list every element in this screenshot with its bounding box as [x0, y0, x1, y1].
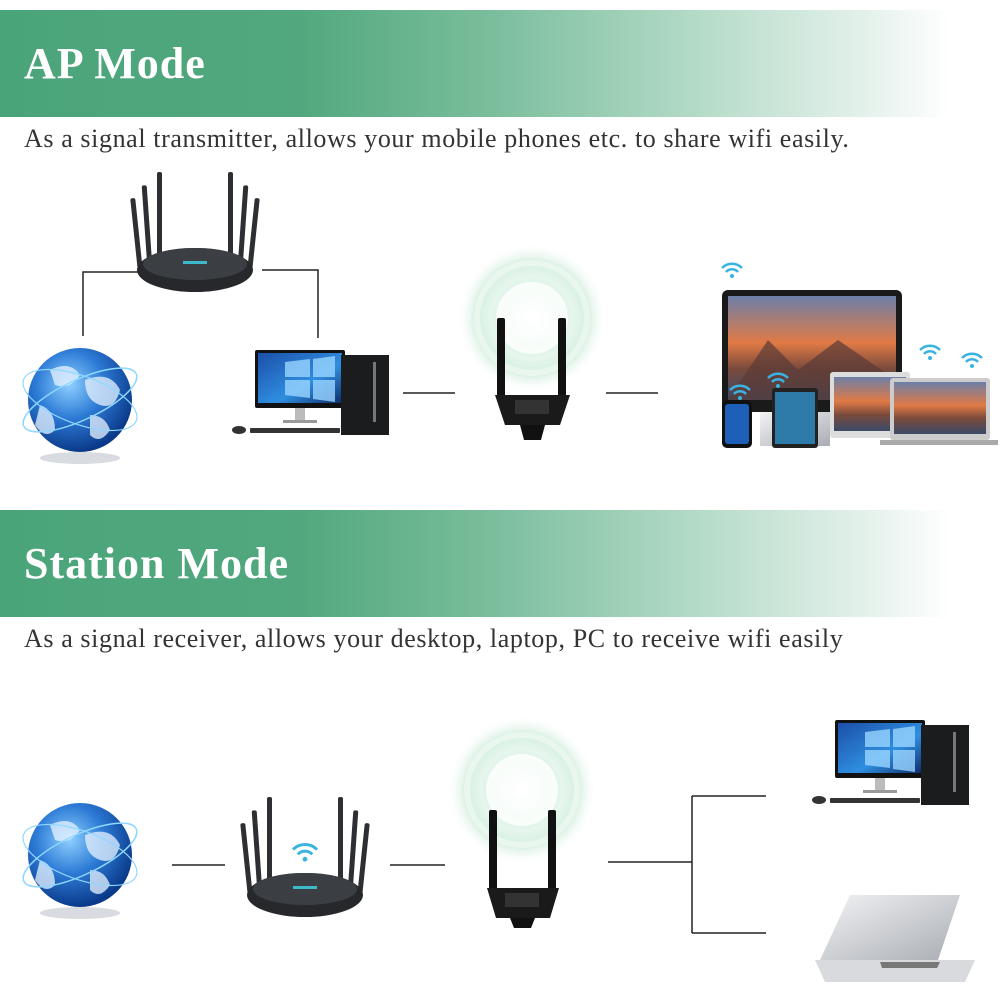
ap-usb-adapter-image: [495, 318, 570, 440]
station-connection-lines: [172, 795, 766, 934]
ap-mode-title: AP Mode: [24, 39, 206, 88]
station-mode-description: As a signal receiver, allows your deskto…: [24, 624, 844, 653]
station-wifi-signal-icon: [447, 715, 597, 865]
ap-router-image: [130, 172, 260, 292]
station-usb-adapter-image: [487, 810, 559, 928]
ap-client-devices-image: [722, 290, 998, 448]
station-mode-banner: Station Mode: [0, 510, 1000, 617]
ap-desktop-computer-image: [232, 350, 389, 435]
station-mode-title: Station Mode: [24, 539, 289, 588]
ap-globe-icon: [14, 347, 146, 465]
station-desktop-computer-image: [812, 720, 969, 805]
ap-mode-description: As a signal transmitter, allows your mob…: [24, 124, 850, 153]
ap-mode-banner: AP Mode: [0, 10, 1000, 117]
station-router-wifi-icon: [291, 843, 319, 864]
ap-connection-lines: [82, 269, 658, 394]
ap-wifi-signal-icon: [457, 243, 607, 393]
station-globe-icon: [14, 802, 146, 920]
station-laptop-image: [815, 895, 975, 982]
